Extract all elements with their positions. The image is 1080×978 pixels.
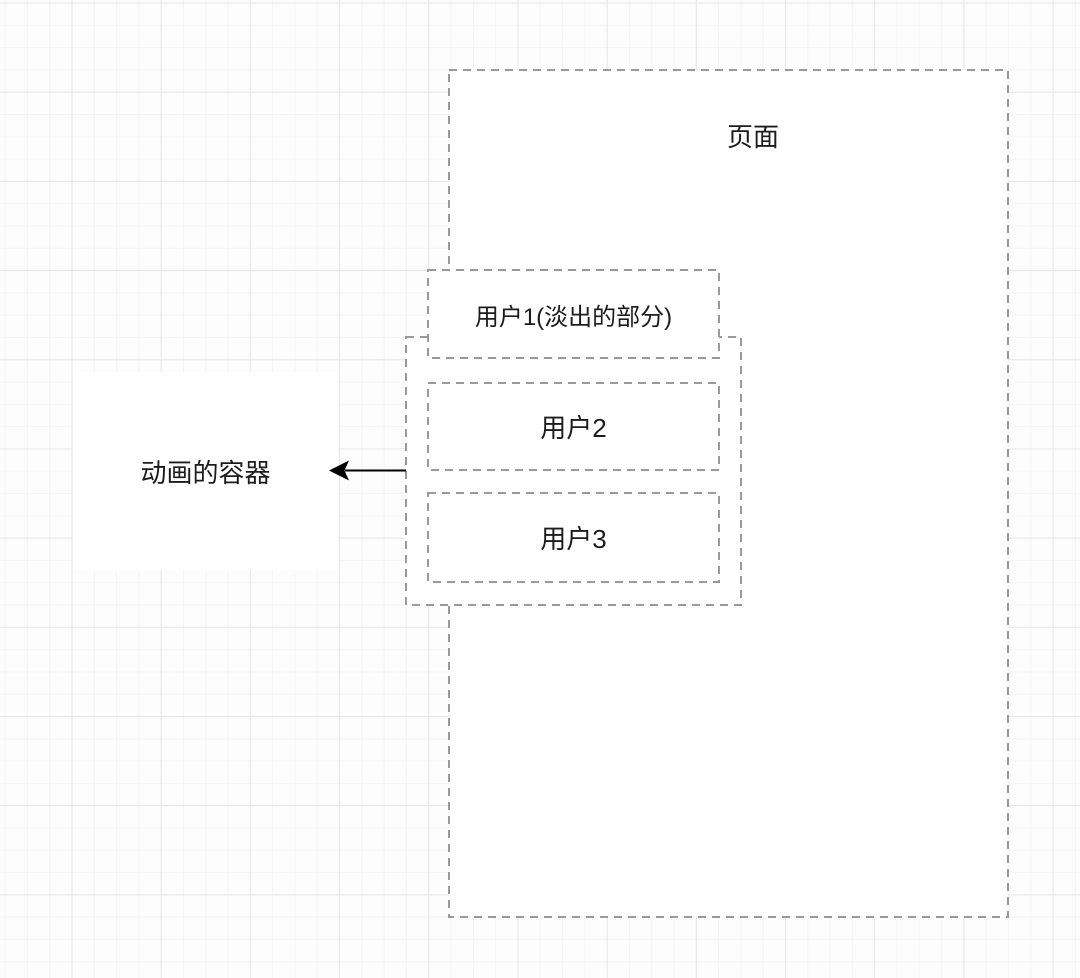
user1-box[interactable] — [427, 269, 720, 359]
arrow[interactable] — [329, 460, 406, 481]
arrow-head-icon — [329, 460, 349, 481]
user1-label: 用户1(淡出的部分) — [474, 303, 673, 331]
user3-box[interactable] — [427, 492, 720, 583]
animation-container-label: 动画的容器 — [140, 457, 271, 488]
user2-label: 用户2 — [540, 413, 607, 443]
page-label: 页面 — [727, 122, 780, 152]
user2-box[interactable] — [427, 382, 720, 471]
animation-container-label-box[interactable]: 动画的容器 — [73, 372, 338, 570]
user3-label: 用户3 — [540, 524, 607, 554]
